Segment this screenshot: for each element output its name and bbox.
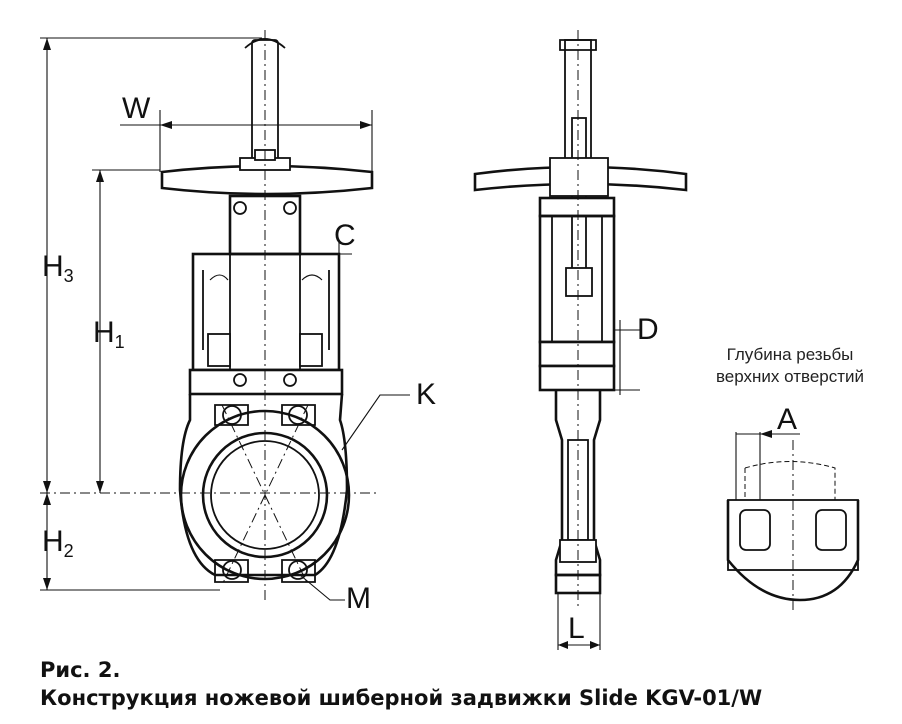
- dim-label-h3-main: H: [42, 250, 64, 283]
- dim-label-h2-main: H: [42, 525, 64, 558]
- callout-label-m: M: [346, 582, 371, 615]
- side-view: [473, 30, 688, 650]
- thread-depth-note-line2: верхних отверстий: [715, 367, 865, 386]
- dim-label-d: D: [637, 313, 659, 346]
- dim-label-h3: H3: [42, 250, 74, 286]
- figure-number: Рис. 2.: [40, 658, 121, 682]
- dim-label-h2-sub: 2: [63, 541, 74, 561]
- thread-detail: [726, 430, 860, 610]
- dim-label-a: A: [777, 403, 798, 436]
- dim-label-h3-sub: 3: [63, 266, 74, 286]
- dim-label-h1-main: H: [93, 316, 115, 349]
- callout-label-k: K: [416, 378, 437, 411]
- thread-depth-note-line1: Глубина резьбы: [726, 345, 854, 364]
- valve-drawing: [40, 30, 860, 650]
- front-dimensions: [40, 37, 410, 601]
- thread-depth-note: Глубина резьбы верхних отверстий: [690, 344, 890, 388]
- dim-label-c: C: [334, 219, 356, 252]
- dim-label-h2: H2: [42, 525, 74, 561]
- dim-label-h1: H1: [93, 316, 125, 352]
- dim-label-l: L: [568, 612, 585, 645]
- dim-label-w: W: [122, 92, 151, 125]
- figure-caption: Конструкция ножевой шиберной задвижки Sl…: [40, 686, 763, 710]
- front-view: [40, 30, 380, 600]
- dim-label-h1-sub: 1: [114, 332, 125, 352]
